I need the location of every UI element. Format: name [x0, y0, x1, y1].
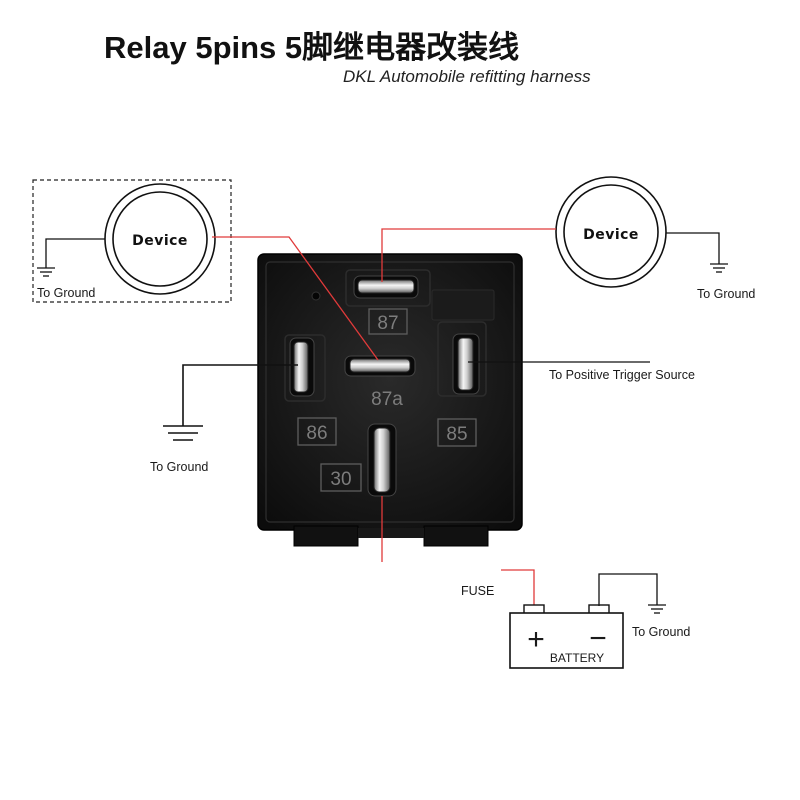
left-device-dashed-box [32, 179, 232, 303]
pin86-ground-label: To Ground [150, 460, 208, 474]
wire-battery-minus-to-ground [598, 573, 658, 606]
right-device-ground-symbol [710, 263, 728, 273]
battery: + − BATTERY [509, 604, 624, 669]
wire-87-to-right-device [381, 228, 556, 282]
battery-minus-sign: − [589, 622, 607, 655]
battery-ground-label: To Ground [632, 625, 690, 639]
right-device-label: Device [583, 227, 639, 243]
right-device: Device [555, 176, 667, 288]
left-device-label: Device [132, 233, 188, 249]
wire-87a-to-left-device [212, 236, 379, 361]
battery-label: BATTERY [550, 651, 604, 665]
wire-86-to-ground [182, 364, 298, 426]
pin-87-label: 87 [377, 313, 398, 334]
positive-trigger-label: To Positive Trigger Source [549, 368, 695, 382]
left-device-ground-wire [45, 238, 105, 268]
page-title: Relay 5pins 5脚继电器改装线 [104, 30, 519, 65]
left-device-ground-symbol [37, 267, 55, 277]
left-device-ground-label: To Ground [37, 286, 95, 300]
wire-fuse-to-battery-plus [501, 569, 535, 606]
terminal-87a [344, 355, 416, 377]
battery-plus-sign: + [527, 623, 545, 656]
page-subtitle: DKL Automobile refitting harness [343, 67, 591, 86]
pin86-ground-symbol [163, 425, 203, 441]
terminal-86 [289, 337, 315, 397]
relay-body [257, 253, 523, 547]
pin-30-label: 30 [330, 469, 351, 490]
right-device-ground-wire [666, 232, 720, 264]
terminal-30 [367, 423, 397, 497]
pin-85-label: 85 [446, 424, 467, 445]
battery-ground-symbol [648, 604, 666, 614]
left-device: Device [104, 183, 216, 295]
right-device-ground-label: To Ground [697, 287, 755, 301]
terminal-87 [353, 275, 419, 299]
pin-86-label: 86 [306, 423, 327, 444]
pin-87a-label: 87a [371, 389, 403, 410]
terminal-85 [452, 333, 480, 395]
fuse-label: FUSE [461, 584, 494, 598]
